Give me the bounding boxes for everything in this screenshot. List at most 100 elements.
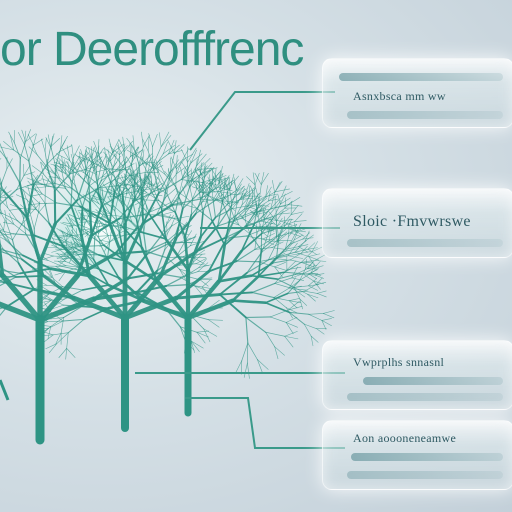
tree-branch bbox=[35, 183, 43, 195]
tree-branch bbox=[198, 259, 207, 268]
tree-branch bbox=[87, 231, 89, 242]
tree-branch bbox=[108, 138, 113, 153]
tree-branch bbox=[182, 170, 191, 179]
tree-branch bbox=[17, 262, 35, 291]
tree-branch bbox=[54, 165, 57, 192]
tree-branch bbox=[88, 206, 91, 217]
tree-branch bbox=[257, 198, 267, 206]
tree-branch bbox=[142, 153, 153, 164]
tree-branch bbox=[166, 178, 170, 195]
tree-branch bbox=[135, 218, 143, 249]
tree-branch bbox=[79, 152, 91, 162]
tree-branch bbox=[115, 180, 127, 187]
tree-branch bbox=[125, 186, 137, 200]
tree-branch bbox=[218, 176, 230, 184]
tree-branch bbox=[307, 247, 318, 250]
tree-branch bbox=[100, 161, 108, 182]
tree-branch bbox=[217, 205, 232, 227]
tree-branch bbox=[54, 168, 66, 174]
tree-branch bbox=[92, 216, 105, 225]
tree-branch bbox=[190, 233, 197, 246]
tree-branch bbox=[71, 187, 91, 204]
tree-branch bbox=[89, 210, 91, 224]
tree-branch bbox=[88, 160, 93, 179]
tree-branch bbox=[44, 202, 50, 225]
tree-branch bbox=[70, 153, 75, 167]
tree-branch bbox=[308, 256, 315, 266]
tree-branch bbox=[183, 235, 190, 272]
tree-branch bbox=[217, 243, 227, 283]
tree-branch bbox=[88, 147, 93, 162]
tree-branch bbox=[172, 199, 184, 205]
tree-branch bbox=[276, 227, 288, 238]
tree-branch bbox=[165, 173, 178, 188]
tree-branch bbox=[2, 222, 15, 225]
tree-branch bbox=[66, 145, 71, 161]
tree-branch bbox=[75, 228, 78, 238]
tree-branch bbox=[0, 198, 8, 208]
tree-branch bbox=[243, 204, 259, 210]
tree-branch bbox=[256, 223, 261, 236]
tree-branch bbox=[47, 164, 57, 176]
tree-branch bbox=[81, 284, 110, 291]
tree-branch bbox=[182, 203, 198, 209]
tree-branch bbox=[22, 254, 52, 270]
tree-branch bbox=[54, 187, 72, 206]
tree-branch bbox=[280, 214, 292, 228]
tree-branch bbox=[276, 232, 291, 238]
tree-branch bbox=[152, 133, 158, 147]
tree-branch bbox=[76, 187, 100, 201]
tree-branch bbox=[130, 146, 140, 157]
tree-branch bbox=[3, 219, 6, 231]
tree-branch bbox=[0, 273, 5, 278]
tree-branch bbox=[238, 224, 251, 235]
tree-branch bbox=[54, 166, 61, 179]
tree-branch bbox=[56, 242, 66, 250]
tree-branch bbox=[302, 261, 314, 264]
tree-branch bbox=[41, 193, 57, 204]
tree-branch bbox=[276, 251, 296, 258]
tree-branch bbox=[27, 134, 34, 146]
tree-branch bbox=[284, 335, 294, 348]
tree-branch bbox=[0, 269, 21, 274]
tree-branch bbox=[247, 362, 250, 379]
tree-branch bbox=[68, 214, 81, 220]
tree-branch bbox=[58, 348, 67, 358]
tree-branch bbox=[63, 305, 83, 318]
tree-branch bbox=[174, 140, 177, 155]
tree-branch bbox=[294, 240, 306, 253]
tree-branch bbox=[231, 205, 247, 210]
tree-branch bbox=[68, 257, 82, 260]
tree-branch bbox=[133, 146, 140, 159]
tree-branch bbox=[121, 174, 127, 187]
tree-branch bbox=[33, 228, 37, 251]
tree-branch bbox=[217, 191, 232, 194]
tree-branch bbox=[141, 298, 191, 321]
tree-branch bbox=[40, 161, 49, 172]
tree-branch bbox=[224, 179, 228, 190]
tree-branch bbox=[165, 284, 189, 287]
tree-branch bbox=[112, 143, 124, 153]
tree-branch bbox=[269, 211, 277, 222]
tree-branch bbox=[125, 185, 133, 201]
tree-branch bbox=[249, 209, 259, 218]
card-label: Asnxbsca mm ww bbox=[353, 89, 446, 103]
tree-branch bbox=[131, 171, 135, 184]
tree-branch bbox=[294, 213, 303, 222]
tree-branch bbox=[48, 171, 56, 189]
tree-branch bbox=[83, 164, 94, 180]
tree-branch bbox=[179, 182, 190, 194]
tree-branch bbox=[98, 203, 111, 214]
tree-branch bbox=[174, 269, 211, 300]
tree-branch bbox=[293, 234, 304, 241]
tree-branch bbox=[195, 225, 219, 253]
tree-branch bbox=[316, 293, 327, 298]
tree-branch bbox=[170, 157, 172, 172]
tree-branch bbox=[212, 171, 220, 181]
tree-branch bbox=[170, 156, 177, 170]
tree-branch bbox=[26, 182, 40, 187]
tree-branch bbox=[236, 185, 245, 192]
tree-branch bbox=[32, 178, 37, 191]
tree-branch bbox=[128, 167, 139, 177]
tree-branch bbox=[300, 251, 313, 263]
